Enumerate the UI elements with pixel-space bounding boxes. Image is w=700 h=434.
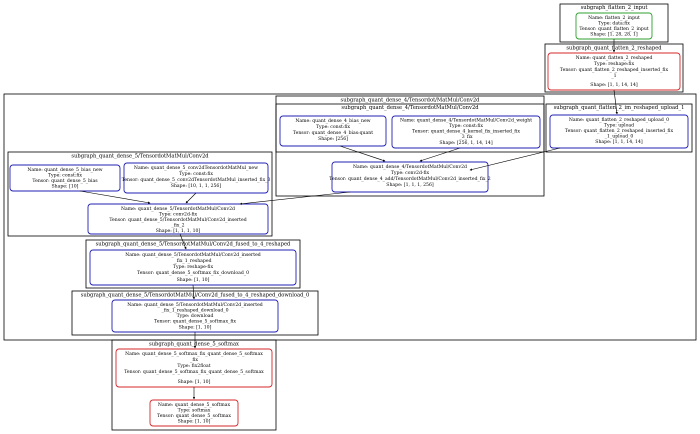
- edge: [79, 190, 151, 204]
- edge: [192, 284, 196, 300]
- svg-text:Name: quant_dense_4/TensordotM: Name: quant_dense_4/TensordotMatMul/Conv…: [353, 164, 467, 170]
- svg-text:Tensor: quant_dense_5_bias: Tensor: quant_dense_5_bias: [32, 178, 98, 184]
- edge: [613, 89, 618, 115]
- edge: [469, 147, 561, 171]
- svg-text:Type: const:fix: Type: const:fix: [316, 124, 350, 130]
- svg-text:Shape: [1, 28, 28, 1]: Shape: [1, 28, 28, 1]: [590, 32, 638, 38]
- svg-text:Shape: [10, 1, 1, 256]: Shape: [10, 1, 1, 256]: [171, 183, 222, 189]
- svg-text:Name: quant_flatten_2_reshaped: Name: quant_flatten_2_reshaped: [576, 55, 653, 61]
- cluster-quant-dense-5-matmul: subgraph_quant_dense_5/TensordotMatMul/C…: [7, 151, 273, 237]
- node-dense-5-conv2d[interactable]: Name: quant_dense_5/TensordotMatMul/Conv…: [87, 203, 269, 235]
- svg-text:_1: _1: [611, 73, 616, 79]
- cluster-quant-flatten-2-upload: subgraph_quant_flatten_2_im_reshaped_upl…: [545, 103, 693, 153]
- cluster-label: subgraph_quant_dense_5/TensordotMatMul/C…: [96, 242, 291, 248]
- svg-text:Type: softmax: Type: softmax: [178, 408, 211, 414]
- cluster-label: subgraph_quant_dense_5/TensordotMatMul/C…: [71, 154, 209, 160]
- cluster-label: subgraph_flatten_2_input: [581, 5, 649, 11]
- svg-text:Shape: [256]: Shape: [256]: [318, 136, 348, 142]
- svg-text:Type: download: Type: download: [177, 313, 214, 319]
- svg-text:_fix_2: _fix_2: [171, 223, 184, 229]
- node-dense-5-weight[interactable]: Name: quant_dense_5_conv2dTensordotMatMu…: [122, 162, 271, 194]
- svg-text:Name: quant_dense_5_softmax: Name: quant_dense_5_softmax: [158, 402, 231, 408]
- svg-text:Name: flatten_2_input: Name: flatten_2_input: [588, 15, 640, 21]
- svg-text:Tensor: quant_flatten_2_reshap: Tensor: quant_flatten_2_reshaped_inserte…: [565, 128, 674, 134]
- svg-text:Tensor: quant_dense_4_bias:qua: Tensor: quant_dense_4_bias:quant: [293, 130, 373, 136]
- svg-text:Shape: [1, 1, 1, 256]: Shape: [1, 1, 1, 256]: [386, 182, 434, 188]
- svg-text:Tensor: quant_dense_5_conv2dTe: Tensor: quant_dense_5_conv2dTensordotMat…: [122, 177, 271, 183]
- svg-text:_1_upload_0: _1_upload_0: [605, 134, 634, 140]
- svg-text:Shape: [1, 10]: Shape: [1, 10]: [179, 325, 212, 331]
- edge: [179, 233, 187, 250]
- cluster-quant-dense-4-conv2d: subgraph_quant_dense_4/TensordotMatMul/C…: [275, 103, 545, 153]
- svg-text:Tensor: quant_dense_5_softmax_: Tensor: quant_dense_5_softmax_fix_downlo…: [137, 270, 249, 276]
- svg-text:Shape: [1, 1, 14, 14]: Shape: [1, 1, 14, 14]: [595, 139, 643, 145]
- outer-cluster: [3, 93, 697, 341]
- node-flatten-2-input[interactable]: Name: flatten_2_input Type: data:fix Ten…: [575, 12, 653, 40]
- svg-text:_fix: _fix: [190, 357, 198, 363]
- svg-text:Name: quant_dense_5_softmax_fi: Name: quant_dense_5_softmax_fix_quant_de…: [125, 351, 263, 357]
- svg-text:Name: quant_dense_5_bias_new: Name: quant_dense_5_bias_new: [27, 167, 102, 173]
- svg-text:Tensor: quant_dense_4_kernel_f: Tensor: quant_dense_4_kernel_fix_inserte…: [412, 129, 520, 135]
- svg-text:Shape: [1, 1, 14, 14]: Shape: [1, 1, 14, 14]: [590, 82, 638, 88]
- svg-text:Type: const:fix: Type: const:fix: [48, 173, 82, 179]
- svg-text:Tensor: quant_dense_5_softmax_: Tensor: quant_dense_5_softmax_fix_quant_…: [124, 369, 264, 375]
- edge: [239, 191, 351, 205]
- svg-text:_fix_1_reshaped: _fix_1_reshaped: [174, 258, 211, 264]
- svg-text:Type: conv2d-fix: Type: conv2d-fix: [391, 170, 430, 176]
- svg-text:Name: quant_dense_5/TensordotM: Name: quant_dense_5/TensordotMatMul/Conv…: [127, 302, 263, 308]
- edges: [79, 39, 618, 400]
- svg-text:Type: conv2d-fix: Type: conv2d-fix: [159, 212, 198, 218]
- svg-text:Type: fix2float: Type: fix2float: [177, 363, 210, 369]
- node-dense-4-bias[interactable]: Name: quant_dense_4_bias_new Type: const…: [279, 115, 387, 147]
- svg-text:Shape: [256, 1, 14, 14]: Shape: [256, 1, 14, 14]: [439, 140, 492, 146]
- svg-text:_3_fix: _3_fix: [459, 134, 473, 140]
- svg-text:Type: const:fix: Type: const:fix: [179, 171, 213, 177]
- svg-text:Type: data:fix: Type: data:fix: [598, 21, 630, 27]
- svg-text:Shape: [1, 10]: Shape: [1, 10]: [177, 277, 210, 283]
- cluster-label: subgraph_quant_dense_5_softmax: [149, 342, 239, 348]
- svg-text:Shape: [1, 10]: Shape: [1, 10]: [178, 419, 211, 425]
- node-dense-5-download[interactable]: Name: quant_dense_5/TensordotMatMul/Conv…: [111, 299, 279, 333]
- svg-text:Shape: [10]: Shape: [10]: [52, 184, 79, 190]
- svg-text:Tensor: quant_dense_5_softmax: Tensor: quant_dense_5_softmax: [157, 413, 231, 419]
- node-dense-4-weight[interactable]: Name: quant_dense_4/TensordotMatMul/Conv…: [391, 115, 541, 149]
- svg-text:Type: reshape:fix: Type: reshape:fix: [594, 61, 635, 67]
- cluster-label: subgraph_quant_flatten_2_reshaped: [566, 46, 662, 52]
- svg-text:Shape: [1, 10]: Shape: [1, 10]: [178, 379, 211, 385]
- svg-text:Shape: [1, 1, 1, 10]: Shape: [1, 1, 1, 10]: [156, 228, 201, 234]
- svg-text:Type: reshape-fix: Type: reshape-fix: [173, 264, 214, 270]
- node-dense-5-softmax[interactable]: Name: quant_dense_5_softmax Type: softma…: [149, 399, 239, 427]
- node-dense-5-reshaped[interactable]: Name: quant_dense_5/TensordotMatMul/Conv…: [89, 249, 297, 286]
- node-dense-5-bias[interactable]: Name: quant_dense_5_bias_new Type: const…: [9, 164, 121, 192]
- cluster-quant-dense-5-softmax: subgraph_quant_dense_5_softmax: [111, 339, 277, 431]
- node-dense-5-softmax-fix[interactable]: Name: quant_dense_5_softmax_fix_quant_de…: [115, 348, 273, 388]
- edge: [419, 147, 461, 162]
- edge: [339, 145, 386, 162]
- cluster-label: subgraph_quant_dense_4/Tensordot/MatMul/…: [341, 98, 481, 104]
- svg-text:Tensor: quant_flatten_2_input: Tensor: quant_flatten_2_input: [579, 26, 648, 32]
- svg-text:Name: quant_flatten_2_reshaped: Name: quant_flatten_2_reshaped_upload_0: [569, 117, 669, 123]
- svg-text:Tensor: quant_dense_5_softmax_: Tensor: quant_dense_5_softmax_fix: [154, 319, 236, 325]
- cluster-label: subgraph_quant_flatten_2_im_reshaped_upl…: [554, 105, 685, 111]
- svg-text:_fix_1_reshaped_download_0: _fix_1_reshaped_download_0: [161, 308, 228, 314]
- svg-text:Name: quant_dense_5_conv2dTens: Name: quant_dense_5_conv2dTensordotMatMu…: [134, 165, 258, 171]
- edge: [185, 192, 197, 204]
- svg-text:Type: const:fix: Type: const:fix: [449, 123, 483, 129]
- cluster-label: subgraph_quant_dense_4/TensordotMatMul/C…: [341, 105, 479, 111]
- node-quant-flatten-2-upload[interactable]: Name: quant_flatten_2_reshaped_upload_0 …: [549, 114, 689, 149]
- svg-text:Tensor: quant_dense_5/Tensordo: Tensor: quant_dense_5/TensordotMatMul/Co…: [109, 217, 246, 223]
- svg-text:Tensor: quant_flatten_2_reshap: Tensor: quant_flatten_2_reshaped_inserte…: [560, 67, 669, 73]
- svg-text:Name: quant_dense_5/TensordotM: Name: quant_dense_5/TensordotMatMul/Conv…: [121, 206, 235, 212]
- svg-text:Name: quant_dense_5/TensordotM: Name: quant_dense_5/TensordotMatMul/Conv…: [125, 252, 261, 258]
- cluster-label: subgraph_quant_dense_5/TensordotMatMul/C…: [81, 293, 310, 299]
- svg-text:Type: upload: Type: upload: [604, 123, 634, 129]
- node-quant-flatten-2-reshaped[interactable]: Name: quant_flatten_2_reshaped Type: res…: [547, 52, 681, 91]
- svg-text:Name: quant_dense_4/TensordotM: Name: quant_dense_4/TensordotMatMul/Conv…: [400, 118, 532, 124]
- svg-text:Tensor: quant_dense_4_add/Tens: Tensor: quant_dense_4_add/TensordotMatMu…: [329, 176, 490, 182]
- svg-text:Name: quant_dense_4_bias_new: Name: quant_dense_4_bias_new: [295, 118, 370, 124]
- node-dense-4-conv2d[interactable]: Name: quant_dense_4/TensordotMatMul/Conv…: [329, 161, 491, 193]
